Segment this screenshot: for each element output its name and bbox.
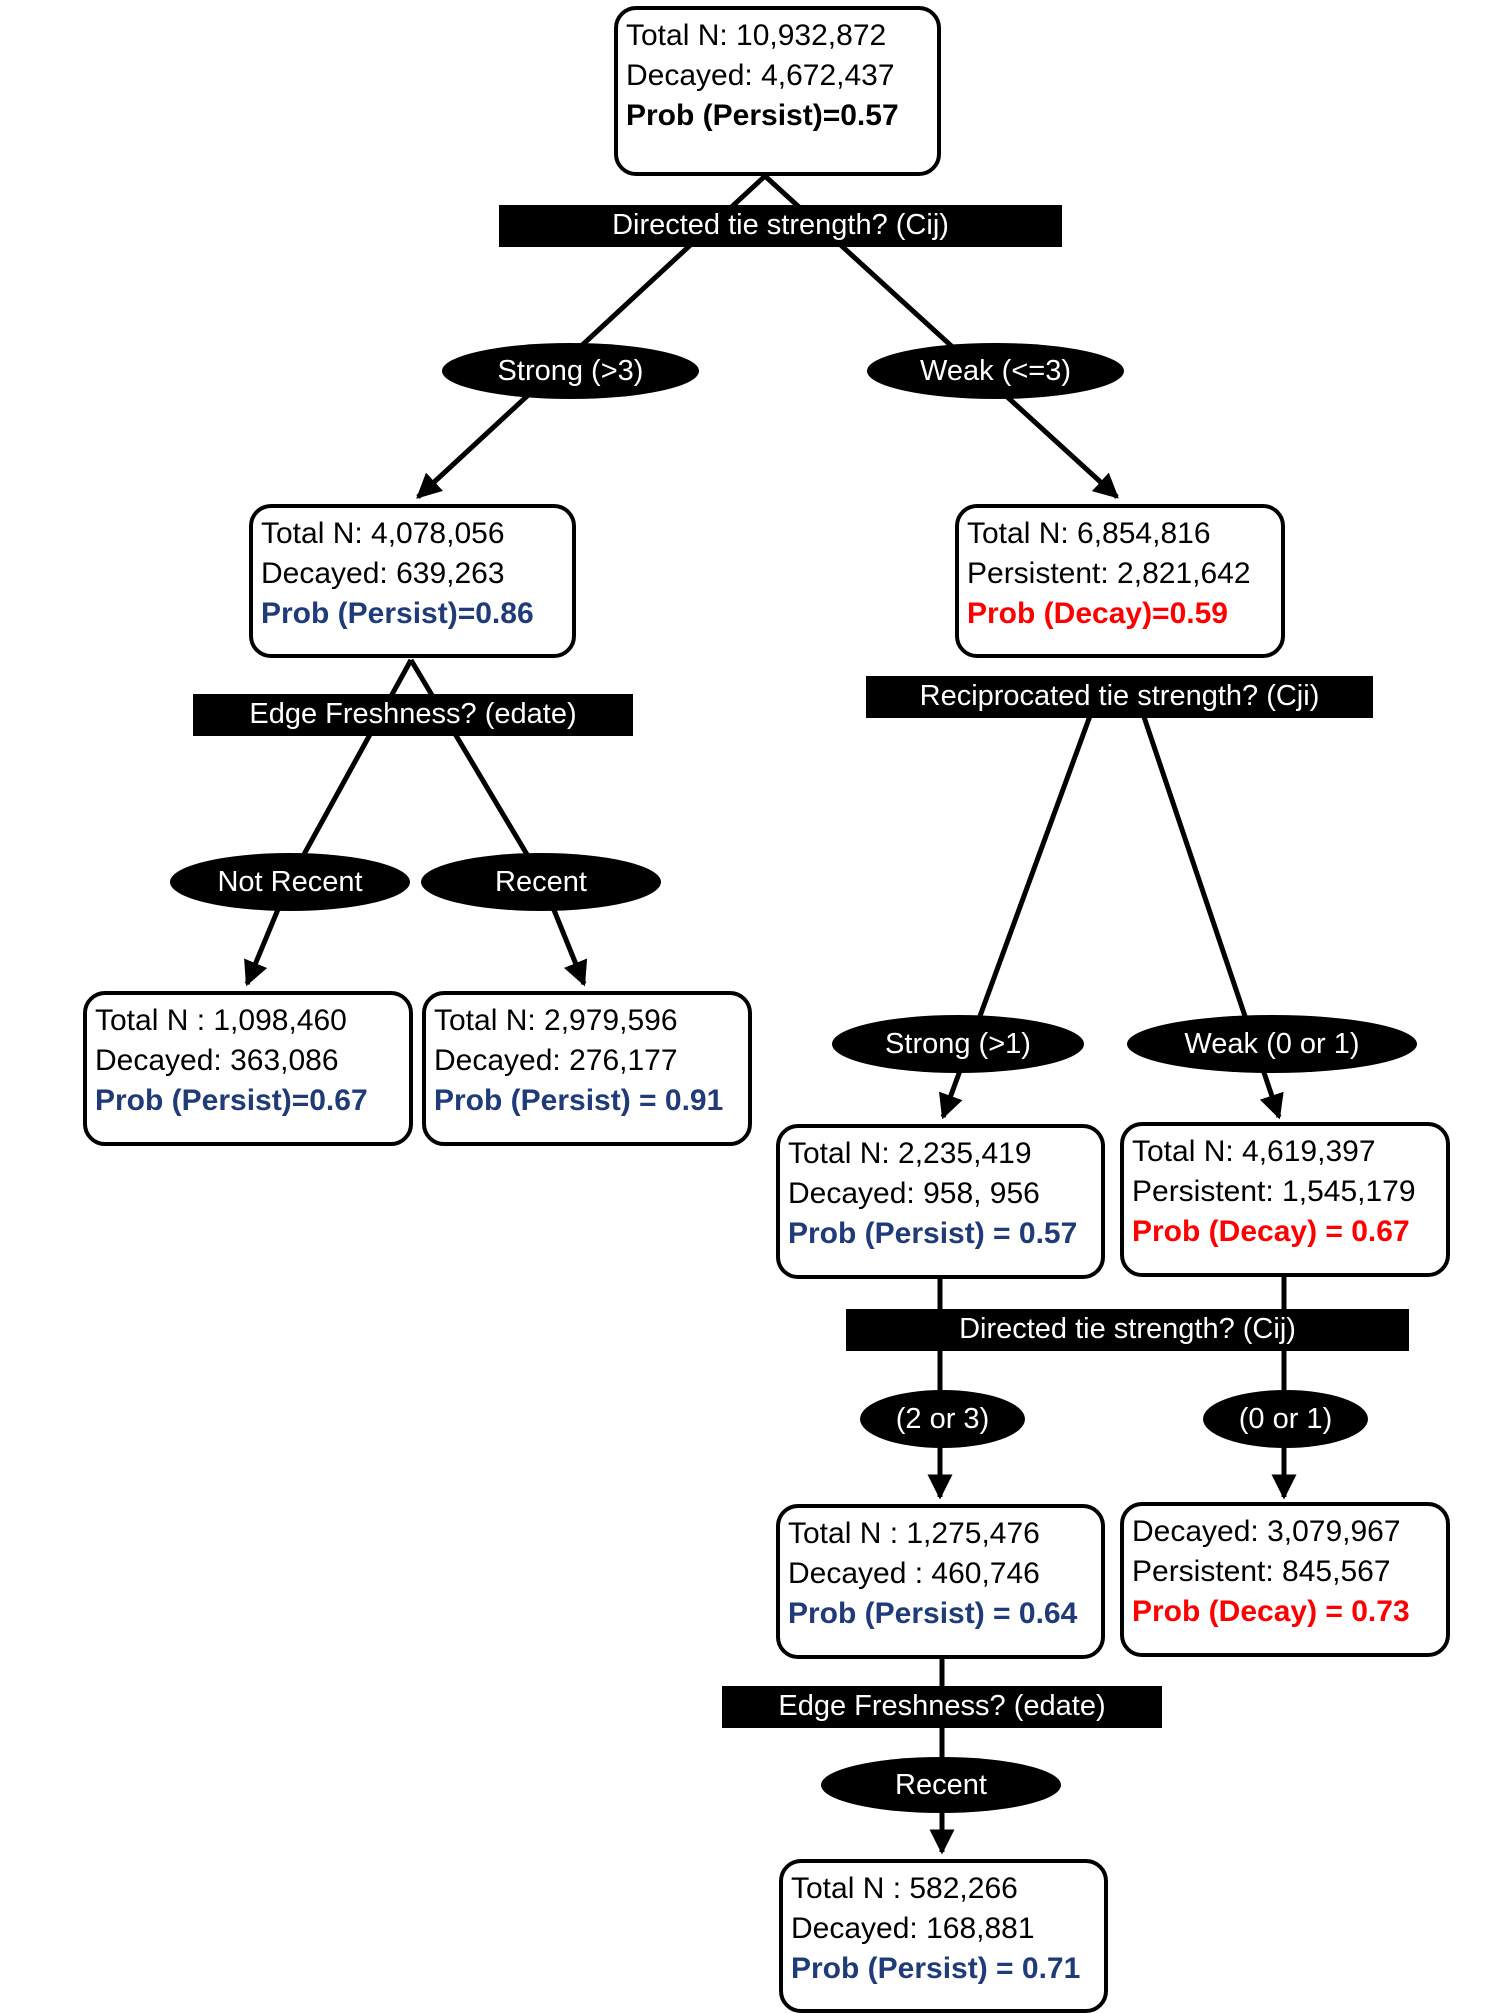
branch-final-recent: Recent bbox=[821, 1757, 1061, 1813]
node-line: Persistent: 2,821,642 bbox=[967, 557, 1251, 590]
branch-recent: Recent bbox=[421, 853, 661, 911]
node-recent: Total N: 2,979,596 Decayed: 276,177 Prob… bbox=[422, 991, 752, 1146]
node-prob: Prob (Persist) = 0.91 bbox=[434, 1084, 724, 1117]
node-line: Total N: 6,854,816 bbox=[967, 517, 1211, 550]
branch-recip-weak: Weak (0 or 1) bbox=[1127, 1015, 1417, 1073]
question-edge-freshness: Edge Freshness? (edate) bbox=[193, 694, 633, 736]
node-prob: Prob (Persist) = 0.71 bbox=[791, 1952, 1081, 1985]
node-directed-2-or-3: Total N : 1,275,476 Decayed : 460,746 Pr… bbox=[776, 1504, 1105, 1659]
branch-not-recent: Not Recent bbox=[170, 853, 410, 911]
question-edge-freshness-2: Edge Freshness? (edate) bbox=[722, 1686, 1162, 1728]
node-prob: Prob (Persist) = 0.57 bbox=[788, 1217, 1078, 1250]
node-line: Total N: 2,235,419 bbox=[788, 1137, 1032, 1170]
node-root: Total N: 10,932,872 Decayed: 4,672,437 P… bbox=[614, 6, 941, 176]
node-line: Persistent: 845,567 bbox=[1132, 1555, 1391, 1588]
branch-0-or-1: (0 or 1) bbox=[1203, 1390, 1368, 1448]
node-line: Persistent: 1,545,179 bbox=[1132, 1175, 1416, 1208]
node-line: Total N : 582,266 bbox=[791, 1872, 1018, 1905]
node-prob: Prob (Decay) = 0.73 bbox=[1132, 1595, 1410, 1628]
node-recip-strong: Total N: 2,235,419 Decayed: 958, 956 Pro… bbox=[776, 1124, 1105, 1279]
node-line: Decayed : 460,746 bbox=[788, 1557, 1040, 1590]
node-prob: Prob (Persist)=0.67 bbox=[95, 1084, 368, 1117]
node-line: Total N: 4,619,397 bbox=[1132, 1135, 1376, 1168]
node-line: Decayed: 363,086 bbox=[95, 1044, 339, 1077]
question-directed-tie-strength-2: Directed tie strength? (Cij) bbox=[846, 1309, 1409, 1351]
node-final-recent: Total N : 582,266 Decayed: 168,881 Prob … bbox=[779, 1859, 1108, 2013]
node-prob: Prob (Decay) = 0.67 bbox=[1132, 1215, 1410, 1248]
node-recip-weak: Total N: 4,619,397 Persistent: 1,545,179… bbox=[1120, 1122, 1450, 1277]
question-directed-tie-strength: Directed tie strength? (Cij) bbox=[499, 205, 1062, 247]
node-line: Decayed: 276,177 bbox=[434, 1044, 678, 1077]
node-line: Decayed: 4,672,437 bbox=[626, 59, 895, 92]
node-prob: Prob (Persist) = 0.64 bbox=[788, 1597, 1078, 1630]
branch-recip-strong: Strong (>1) bbox=[832, 1015, 1084, 1073]
node-line: Decayed: 639,263 bbox=[261, 557, 505, 590]
branch-2-or-3: (2 or 3) bbox=[860, 1390, 1025, 1448]
node-prob: Prob (Persist)=0.86 bbox=[261, 597, 534, 630]
node-line: Decayed: 168,881 bbox=[791, 1912, 1035, 1945]
node-prob: Prob (Decay)=0.59 bbox=[967, 597, 1228, 630]
node-directed-0-or-1: Decayed: 3,079,967 Persistent: 845,567 P… bbox=[1120, 1502, 1450, 1657]
node-line: Total N: 10,932,872 bbox=[626, 19, 887, 52]
branch-weak: Weak (<=3) bbox=[867, 343, 1124, 399]
node-strong-tie: Total N: 4,078,056 Decayed: 639,263 Prob… bbox=[249, 504, 576, 658]
node-line: Decayed: 3,079,967 bbox=[1132, 1515, 1401, 1548]
node-line: Total N : 1,275,476 bbox=[788, 1517, 1040, 1550]
node-not-recent: Total N : 1,098,460 Decayed: 363,086 Pro… bbox=[83, 991, 413, 1146]
node-line: Decayed: 958, 956 bbox=[788, 1177, 1040, 1210]
node-line: Total N : 1,098,460 bbox=[95, 1004, 347, 1037]
node-prob: Prob (Persist)=0.57 bbox=[626, 99, 899, 132]
question-reciprocated-tie-strength: Reciprocated tie strength? (Cji) bbox=[866, 676, 1373, 718]
node-line: Total N: 4,078,056 bbox=[261, 517, 505, 550]
node-line: Total N: 2,979,596 bbox=[434, 1004, 678, 1037]
node-weak-tie: Total N: 6,854,816 Persistent: 2,821,642… bbox=[955, 504, 1285, 658]
branch-strong: Strong (>3) bbox=[442, 343, 699, 399]
